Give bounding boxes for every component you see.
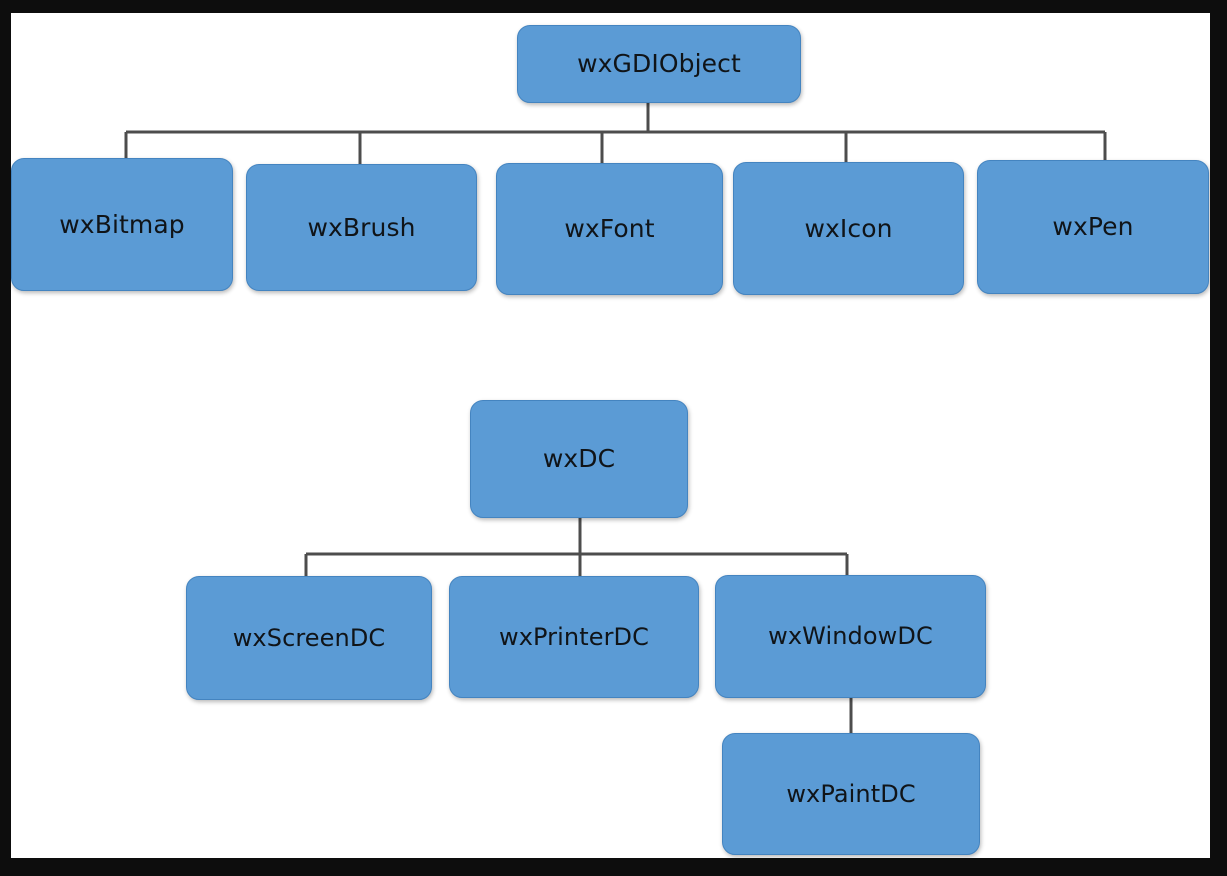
node-wxdc[interactable]: wxDC bbox=[470, 400, 688, 518]
node-label: wxWindowDC bbox=[768, 622, 933, 651]
node-label: wxPen bbox=[1052, 212, 1134, 242]
node-label: wxPaintDC bbox=[786, 779, 916, 808]
node-wxwindowdc[interactable]: wxWindowDC bbox=[715, 575, 986, 698]
node-label: wxPrinterDC bbox=[498, 622, 649, 651]
node-wxbrush[interactable]: wxBrush bbox=[246, 164, 477, 291]
node-label: wxIcon bbox=[804, 213, 893, 243]
node-label: wxScreenDC bbox=[232, 623, 386, 652]
node-label: wxFont bbox=[564, 214, 655, 244]
node-wxpen[interactable]: wxPen bbox=[977, 160, 1209, 294]
diagram-canvas: wxGDIObject wxBitmap wxBrush wxFont wxIc… bbox=[11, 13, 1210, 858]
node-label: wxBrush bbox=[307, 212, 416, 242]
node-wxpaintdc[interactable]: wxPaintDC bbox=[722, 733, 980, 855]
node-wxfont[interactable]: wxFont bbox=[496, 163, 723, 295]
node-wxscreendc[interactable]: wxScreenDC bbox=[186, 576, 432, 700]
node-wxbitmap[interactable]: wxBitmap bbox=[11, 158, 233, 291]
node-wxprinterdc[interactable]: wxPrinterDC bbox=[449, 576, 699, 698]
node-wxgdiobject[interactable]: wxGDIObject bbox=[517, 25, 801, 103]
node-label: wxGDIObject bbox=[577, 49, 741, 79]
node-wxicon[interactable]: wxIcon bbox=[733, 162, 964, 295]
node-label: wxDC bbox=[542, 444, 616, 474]
node-label: wxBitmap bbox=[59, 209, 185, 239]
